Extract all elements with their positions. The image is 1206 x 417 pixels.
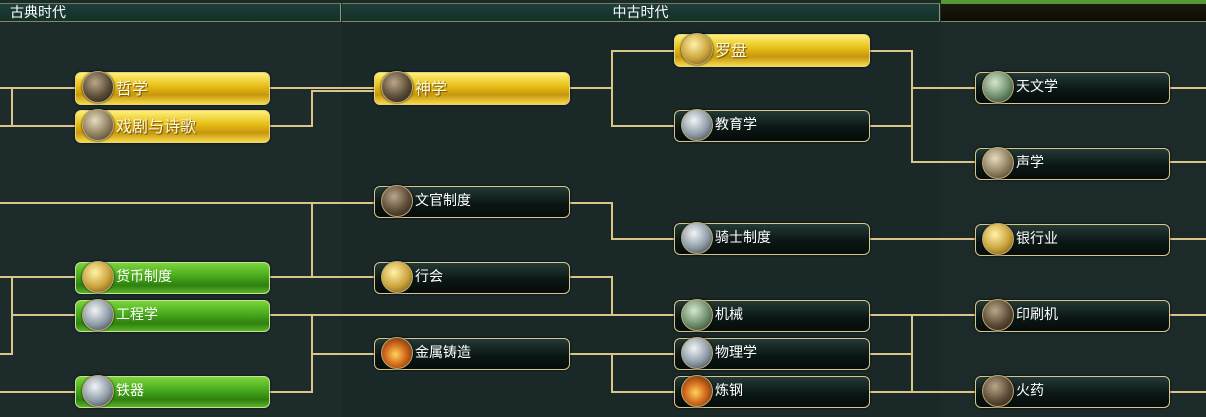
scroll-icon bbox=[381, 185, 413, 217]
tech-label: 工程学 bbox=[116, 307, 158, 323]
monk-icon bbox=[381, 71, 413, 103]
tech-currency[interactable]: 货币制度 bbox=[75, 261, 270, 294]
forge-icon bbox=[681, 375, 713, 407]
link-theology-education bbox=[569, 87, 674, 127]
tech-civil-service[interactable]: 文官制度 bbox=[374, 185, 570, 218]
tech-chivalry[interactable]: 骑士制度 bbox=[674, 222, 870, 255]
link-iron-casting bbox=[269, 354, 313, 393]
masks-icon bbox=[82, 109, 114, 141]
astronomer-icon bbox=[982, 71, 1014, 103]
tech-engineering[interactable]: 工程学 bbox=[75, 299, 270, 332]
tech-iron-working[interactable]: 铁器 bbox=[75, 375, 270, 408]
press-icon bbox=[982, 299, 1014, 331]
scholar-icon bbox=[681, 109, 713, 141]
tech-metal-casting[interactable]: 金属铸造 bbox=[374, 337, 570, 370]
tech-label: 声学 bbox=[1016, 155, 1044, 171]
top-strip bbox=[941, 0, 1206, 3]
link-engineering-casting bbox=[269, 314, 374, 355]
tech-banking[interactable]: 银行业 bbox=[975, 223, 1170, 256]
coins-icon bbox=[982, 223, 1014, 255]
tech-label: 哲学 bbox=[116, 79, 149, 98]
link-compass-astronomy bbox=[869, 50, 975, 89]
tech-steel[interactable]: 炼钢 bbox=[674, 375, 870, 408]
tech-label: 骑士制度 bbox=[715, 230, 771, 246]
tech-label: 文官制度 bbox=[415, 193, 471, 209]
tech-label: 行会 bbox=[415, 269, 443, 285]
tech-label: 炼钢 bbox=[715, 383, 743, 399]
link-in-drama bbox=[0, 88, 13, 127]
link-casting-steel bbox=[569, 353, 674, 393]
tech-compass[interactable]: 罗盘 bbox=[674, 33, 870, 67]
tech-label: 机械 bbox=[715, 307, 743, 323]
tech-physics[interactable]: 物理学 bbox=[674, 337, 870, 370]
knight-icon bbox=[681, 222, 713, 254]
era-header-classical: 古典时代 bbox=[0, 3, 341, 22]
tech-label: 货币制度 bbox=[116, 269, 172, 285]
era-header-renaissance bbox=[941, 3, 1206, 22]
link-drama-theology bbox=[269, 90, 374, 127]
compass-icon bbox=[681, 33, 713, 65]
tech-label: 物理学 bbox=[715, 345, 757, 361]
tech-label: 天文学 bbox=[1016, 79, 1058, 95]
tech-guilds[interactable]: 行会 bbox=[374, 261, 570, 294]
link-compass-branch bbox=[611, 50, 674, 88]
tech-label: 教育学 bbox=[715, 117, 757, 133]
axe-icon bbox=[82, 375, 114, 407]
organ-icon bbox=[982, 147, 1014, 179]
tech-label: 戏剧与诗歌 bbox=[116, 117, 197, 136]
crossbow-icon bbox=[681, 299, 713, 331]
tech-education[interactable]: 教育学 bbox=[674, 109, 870, 142]
link-physics-printing bbox=[869, 315, 913, 355]
tech-theology[interactable]: 神学 bbox=[374, 71, 570, 105]
tech-acoustics[interactable]: 声学 bbox=[975, 147, 1170, 180]
tech-label: 银行业 bbox=[1016, 231, 1058, 247]
tech-label: 神学 bbox=[415, 79, 448, 98]
tech-label: 火药 bbox=[1016, 383, 1044, 399]
pillar-icon bbox=[82, 299, 114, 331]
cannon-icon bbox=[982, 375, 1014, 407]
pulley-icon bbox=[681, 337, 713, 369]
tech-machinery[interactable]: 机械 bbox=[674, 299, 870, 332]
tech-label: 铁器 bbox=[116, 383, 144, 399]
tech-astronomy[interactable]: 天文学 bbox=[975, 71, 1170, 104]
tech-label: 罗盘 bbox=[715, 41, 748, 60]
furnace-icon bbox=[381, 337, 413, 369]
philosopher-icon bbox=[82, 71, 114, 103]
tech-printing-press[interactable]: 印刷机 bbox=[975, 299, 1170, 332]
tech-gunpowder[interactable]: 火药 bbox=[975, 375, 1170, 408]
link-civil-chivalry bbox=[569, 202, 674, 240]
link-education-acoustics bbox=[911, 126, 975, 163]
link-guilds-machinery bbox=[569, 276, 613, 315]
coin-icon bbox=[82, 261, 114, 293]
era-header-medieval: 中古时代 bbox=[342, 3, 940, 22]
tech-drama[interactable]: 戏剧与诗歌 bbox=[75, 109, 270, 143]
link-currency-civil bbox=[269, 203, 313, 278]
link-in-currency bbox=[0, 276, 13, 355]
hammer-icon bbox=[381, 261, 413, 293]
tech-label: 印刷机 bbox=[1016, 307, 1058, 323]
link-education-astronomy bbox=[869, 88, 913, 127]
tech-philosophy[interactable]: 哲学 bbox=[75, 71, 270, 105]
tech-label: 金属铸造 bbox=[415, 345, 471, 361]
